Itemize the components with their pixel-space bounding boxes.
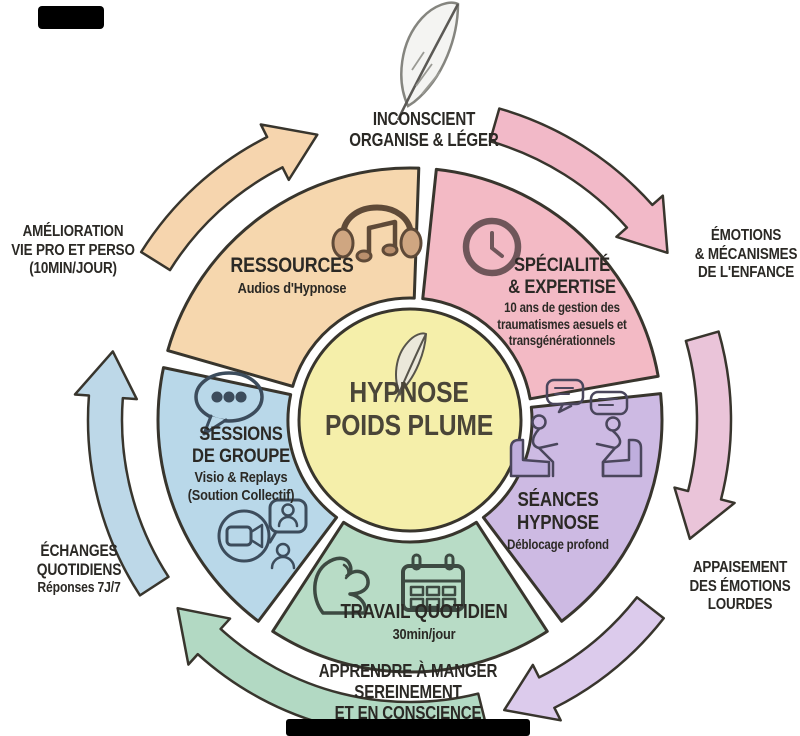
label-line: ÉMOTIONS [710, 227, 782, 244]
calendar-icon [401, 553, 465, 612]
label-amelioration: AMÉLIORATION VIE PRO ET PERSO (10MIN/JOU… [11, 223, 135, 279]
segment-specialite-text: SPÉCIALITÉ & EXPERTISE 10 ans de gestion… [497, 254, 627, 350]
label-subline: Réponses 7J/7 [37, 580, 121, 597]
label-line: DES ÉMOTIONS [689, 577, 791, 595]
video-call-icon [217, 498, 308, 570]
segment-title: SPÉCIALITÉ [514, 254, 610, 276]
quill-feather-illustration [396, 1, 460, 121]
label-echanges-quotidiens: ÉCHANGES QUOTIDIENS Réponses 7J/7 [37, 542, 122, 597]
label-line: (10MIN/JOUR) [29, 260, 117, 278]
segment-subtitle: 30min/jour [392, 625, 456, 643]
chat-bubble-icon [194, 371, 264, 436]
segment-specialite-expertise [421, 167, 660, 401]
center-title-line: POIDS PLUME [325, 409, 493, 442]
therapy-conversation-icon [509, 378, 643, 478]
overlay-bar-bottom [286, 719, 530, 736]
segment-sessions-text: SESSIONS DE GROUPE Visio & Replays (Sout… [188, 423, 295, 504]
segment-subtitle: 10 ans de gestion des traumatismes aesue… [497, 300, 627, 349]
center-circle [297, 307, 523, 533]
segment-seances-hypnose [481, 392, 664, 623]
label-line: INCONSCIENT [372, 109, 476, 129]
label-line: VIE PRO ET PERSO [11, 241, 135, 259]
arrow-top-right [488, 107, 669, 255]
segment-title: SESSIONS [199, 423, 283, 445]
arrow-top-left [139, 123, 319, 272]
arrow-bottom-right [503, 596, 665, 722]
bicep-icon [313, 556, 370, 615]
segment-ressources [166, 166, 421, 388]
center-title: HYPNOSE POIDS PLUME [325, 377, 493, 443]
arrow-left [73, 350, 170, 597]
segment-title: TRAVAIL QUOTIDIEN [340, 601, 508, 623]
segment-ressources-text: RESSOURCES Audios d'Hypnose [230, 254, 353, 298]
label-line: DE L'ENFANCE [697, 264, 795, 282]
label-line: ET EN CONSCIENCE [334, 702, 482, 723]
label-line: APPAISEMENT [692, 559, 788, 576]
clock-icon [462, 217, 522, 277]
label-emotions-mecanismes: ÉMOTIONS & MÉCANISMES DE L'ENFANCE [695, 227, 798, 283]
overlay-bar-top-left [38, 6, 104, 29]
label-appaisement: APPAISEMENT DES ÉMOTIONS LOURDES [689, 559, 790, 615]
segment-travail-text: TRAVAIL QUOTIDIEN 30min/jour [340, 601, 507, 644]
headphones-music-note-icon [331, 204, 423, 263]
feather-icon [394, 332, 428, 403]
segment-subtitle: Audios d'Hypnose [237, 279, 347, 297]
label-line: SEREINEMENT [354, 681, 462, 702]
segment-sessions-de-groupe [156, 366, 339, 623]
label-apprendre-a-manger: APPRENDRE À MANGER SEREINEMENT ET EN CON… [318, 661, 498, 724]
segment-seances-text: SÉANCES HYPNOSE Déblocage profond [507, 489, 609, 553]
segment-title: SÉANCES [517, 489, 599, 511]
segment-subtitle: Déblocage profond [507, 536, 609, 552]
segment-subtitle: Visio & Replays (Soution Collectif) [187, 469, 295, 504]
segment-title: HYPNOSE [517, 511, 599, 534]
label-line: QUOTIDIENS [36, 561, 122, 580]
segment-title: & EXPERTISE [508, 276, 616, 299]
label-line: LOURDES [707, 596, 773, 614]
label-inconscient: INCONSCIENT ORGANISE & LÉGER [349, 109, 499, 151]
arrow-right [673, 330, 736, 541]
segment-title: DE GROUPE [192, 445, 290, 468]
center-title-line: HYPNOSE [349, 377, 469, 409]
segment-title: RESSOURCES [230, 254, 354, 277]
label-line: ÉCHANGES [40, 542, 118, 560]
label-line: APPRENDRE À MANGER [318, 661, 498, 681]
label-line: & MÉCANISMES [694, 245, 798, 263]
label-line: AMÉLIORATION [22, 223, 124, 240]
label-line: ORGANISE & LÉGER [349, 129, 499, 150]
